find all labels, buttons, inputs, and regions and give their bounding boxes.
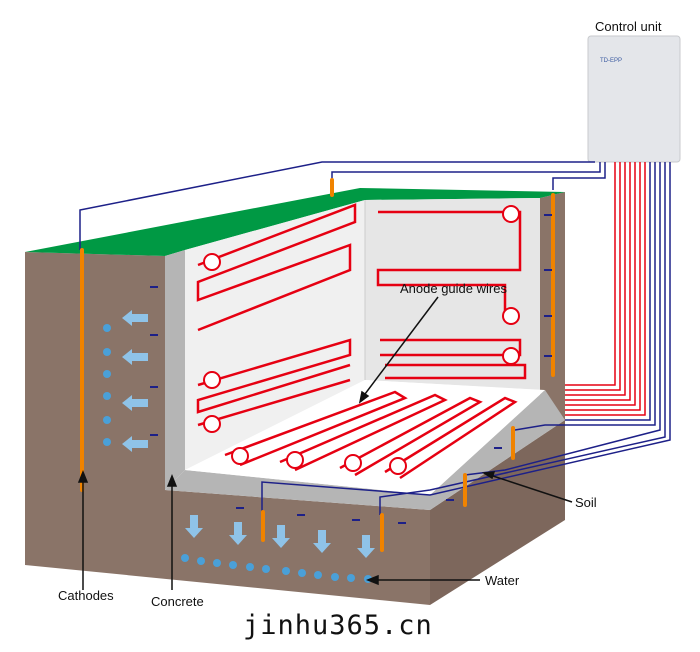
plus-icons — [203, 205, 520, 475]
anode-wires-label: Anode guide wires — [400, 281, 507, 296]
cathodes-label: Cathodes — [58, 588, 114, 603]
minus-signs — [150, 214, 552, 524]
water-label: Water — [485, 573, 520, 588]
svg-text:TD-EPP: TD-EPP — [600, 58, 622, 64]
cathodes — [80, 178, 555, 552]
soil-label: Soil — [575, 495, 597, 510]
anode-wires — [196, 203, 527, 480]
control-unit: TD-EPP — [587, 35, 681, 163]
concrete-left — [165, 250, 185, 490]
leader-lines — [77, 296, 573, 590]
anode-cables — [565, 162, 646, 416]
soil-front — [25, 252, 430, 605]
concrete-label: Concrete — [151, 594, 204, 609]
water-drops — [103, 324, 372, 583]
water-arrows — [122, 310, 375, 558]
grass-top — [25, 188, 565, 256]
soil-right — [430, 420, 565, 605]
control-unit-label: Control unit — [595, 19, 662, 34]
back-wall-right — [365, 198, 540, 390]
watermark: jinhu365.cn — [243, 610, 433, 641]
